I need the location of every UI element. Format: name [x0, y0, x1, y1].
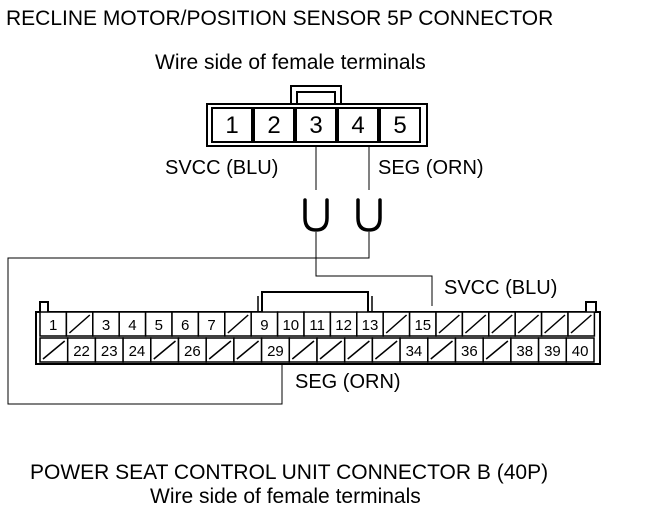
row1-cell-9	[250, 311, 279, 337]
seg-bottom-label: SEG (ORN)	[295, 371, 401, 393]
top-terminal-5	[379, 107, 421, 143]
top-terminal-1	[211, 107, 253, 143]
row2-terminal-26: 26	[184, 343, 201, 360]
row2-cell-19	[537, 337, 568, 363]
row2-terminal-36: 36	[461, 343, 478, 360]
row1-cell-15	[408, 311, 437, 337]
row1-terminal-6: 6	[181, 317, 189, 334]
row1-cell-3	[92, 311, 120, 337]
row1-cell-13	[356, 311, 384, 337]
row2-cell-2	[66, 337, 97, 363]
bottom-connector-title: POWER SEAT CONTROL UNIT CONNECTOR B (40P…	[30, 461, 549, 484]
row2-terminal-38: 38	[516, 343, 533, 360]
row2-empty-slot-7	[208, 340, 232, 360]
top-connector-latch	[290, 85, 342, 104]
top-connector-terminals: 1 2 3 4 5	[211, 107, 421, 143]
row2-terminal-39: 39	[544, 343, 561, 360]
row2-terminal-22: 22	[73, 343, 90, 360]
row2-empty-slot-10	[291, 340, 315, 360]
row2-empty-slot-1	[42, 340, 66, 360]
row1-terminal-5: 5	[155, 317, 163, 334]
top-terminal-4	[337, 107, 379, 143]
top-connector-title: RECLINE MOTOR/POSITION SENSOR 5P CONNECT…	[6, 7, 554, 30]
row1-terminal-15: 15	[414, 317, 431, 334]
row1-terminal-3: 3	[102, 317, 110, 334]
row2-empty-slot-15	[430, 340, 453, 360]
wires	[7, 146, 433, 405]
row2-cell-20	[565, 337, 595, 363]
row2-cell-16	[454, 337, 484, 363]
top-terminal-2	[253, 107, 295, 143]
row1-terminal-12: 12	[335, 317, 352, 334]
top-terminal-label-1: 1	[225, 112, 238, 139]
row2-empty-slot-5	[153, 340, 176, 360]
row1-empty-slot-16	[438, 314, 460, 334]
row2-cell-3	[94, 337, 124, 363]
inline-connector-svcc	[303, 198, 329, 232]
row1-cell-1	[39, 311, 68, 337]
row2-terminal-23: 23	[101, 343, 118, 360]
seg-wire-lower	[7, 232, 370, 405]
row2-empty-slot-11	[319, 340, 343, 360]
row2-empty-slot-8	[236, 340, 260, 360]
row1-terminal-13: 13	[362, 317, 379, 334]
row2-empty-slot-13	[374, 340, 398, 360]
row1-empty-slot-19	[517, 314, 540, 334]
row2-empty-slot-12	[347, 340, 370, 360]
row2-cell-14	[399, 337, 429, 363]
row1-terminal-7: 7	[207, 317, 215, 334]
row2-cell-9	[260, 337, 291, 363]
bottom-connector-latch	[257, 296, 373, 312]
row1-empty-slot-18	[491, 314, 513, 334]
row1-cell-4	[118, 311, 147, 337]
row2-terminal-29: 29	[267, 343, 284, 360]
row1-empty-slot-2	[68, 314, 91, 334]
bottom-connector-subtitle: Wire side of female terminals	[150, 485, 421, 508]
row1-empty-slot-20	[544, 314, 566, 334]
row1-empty-slot-14	[385, 314, 408, 334]
row1-terminal-1: 1	[49, 317, 57, 334]
svcc-top-label: SVCC (BLU)	[165, 157, 279, 179]
row2-cell-4	[122, 337, 152, 363]
inline-connector-seg	[356, 198, 382, 232]
row1-empty-slot-17	[464, 314, 487, 334]
svcc-wire-lower	[315, 232, 433, 306]
inline-connectors	[303, 198, 382, 232]
top-terminal-label-5: 5	[393, 112, 406, 139]
row2-cell-18	[510, 337, 540, 363]
svcc-bottom-label: SVCC (BLU)	[444, 277, 558, 299]
row1-terminal-10: 10	[282, 317, 299, 334]
seg-top-label: SEG (ORN)	[378, 157, 484, 179]
row2-terminal-24: 24	[129, 343, 146, 360]
row2-cell-6	[177, 337, 207, 363]
row2-terminal-34: 34	[406, 343, 423, 360]
row1-empty-slot-8	[227, 314, 249, 334]
top-terminal-label-3: 3	[309, 112, 322, 139]
row1-terminal-11: 11	[309, 317, 325, 334]
top-terminal-label-4: 4	[351, 112, 364, 139]
row2-empty-slot-17	[485, 340, 509, 360]
row1-cell-7	[197, 311, 226, 337]
top-terminal-3	[295, 107, 337, 143]
row1-empty-slot-21	[570, 314, 592, 334]
row2-terminal-40: 40	[572, 343, 589, 360]
row1-terminal-4: 4	[128, 317, 136, 334]
top-terminal-label-2: 2	[267, 112, 280, 139]
row1-terminal-9: 9	[260, 317, 268, 334]
top-connector-subtitle: Wire side of female terminals	[155, 51, 426, 74]
